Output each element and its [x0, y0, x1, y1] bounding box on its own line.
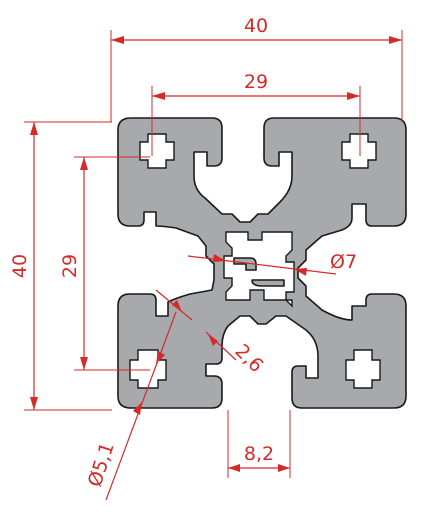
corner-bore-label: Ø5,1 — [84, 440, 119, 490]
vertical-pitch-label: 29 — [59, 254, 81, 278]
center-bore-label: Ø7 — [330, 251, 357, 273]
slot-width-label: 8,2 — [244, 443, 274, 465]
aluminium-profile — [117, 117, 407, 409]
overall-width-label: 40 — [244, 15, 268, 37]
horizontal-pitch-label: 29 — [244, 71, 268, 93]
wall-thickness-label: 2,6 — [230, 340, 267, 377]
dim-vertical-pitch: 29 — [59, 156, 150, 371]
dim-slot-width: 8,2 — [227, 410, 291, 478]
dim-center-bore: Ø7 — [187, 251, 357, 276]
dim-horizontal-pitch: 29 — [151, 71, 361, 156]
dim-overall-height: 40 — [9, 121, 112, 411]
dim-overall-width: 40 — [110, 15, 403, 122]
overall-height-label: 40 — [9, 254, 31, 278]
